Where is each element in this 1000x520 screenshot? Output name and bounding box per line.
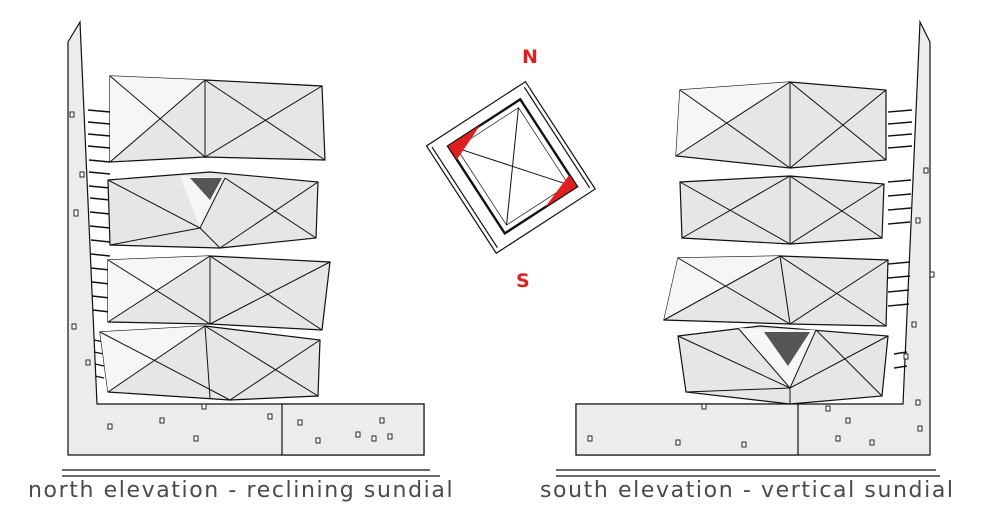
south-panel-2	[679, 175, 885, 245]
south-elevation-drawing	[556, 19, 940, 477]
south-panel-1	[675, 81, 887, 169]
north-panel-1	[109, 75, 326, 163]
north-elevation-caption: north elevation - reclining sundial	[28, 478, 455, 503]
south-wall-windows	[587, 167, 935, 448]
north-base-block	[281, 403, 425, 456]
compass-south-label: S	[516, 270, 530, 292]
north-elevation-drawing	[62, 19, 440, 477]
compass-north-label: N	[522, 46, 538, 68]
south-panel-4	[677, 325, 889, 405]
south-elevation-caption: south elevation - vertical sundial	[540, 478, 955, 503]
north-panel-2	[107, 171, 319, 249]
south-panel-3	[663, 255, 889, 327]
north-panel-3	[107, 255, 331, 331]
site-plan-drawing	[425, 80, 597, 255]
south-base-block	[575, 403, 799, 456]
north-ground-line	[62, 469, 440, 477]
south-wall-fins	[887, 109, 913, 369]
north-panel-4	[99, 325, 321, 401]
south-ground-line	[556, 469, 940, 477]
north-shadow-mark	[448, 125, 481, 160]
south-shadow-mark	[545, 174, 577, 208]
north-wall-windows	[69, 111, 393, 444]
north-wall-fins	[87, 109, 111, 379]
